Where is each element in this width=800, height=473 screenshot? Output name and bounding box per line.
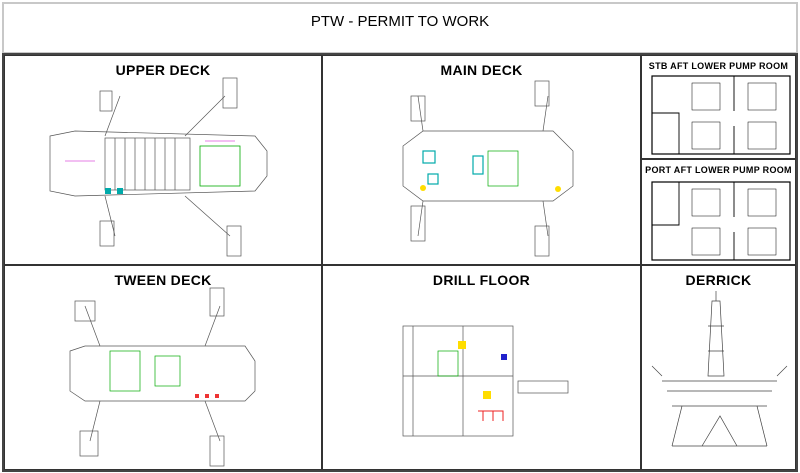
- area-title: UPPER DECK: [115, 62, 211, 78]
- area-title: STB AFT LOWER PUMP ROOM: [648, 61, 789, 71]
- area-stb-aft-lower-pump-room[interactable]: STB AFT LOWER PUMP ROOM: [641, 55, 796, 159]
- area-title: MAIN DECK: [440, 62, 523, 78]
- area-title: DERRICK: [685, 272, 752, 288]
- tween-deck-plan: [69, 287, 256, 467]
- port-pump-room-plan: [651, 181, 791, 261]
- main-deck-plan: [402, 80, 574, 257]
- page-header: PTW - PERMIT TO WORK: [2, 2, 798, 54]
- stb-pump-room-plan: [651, 75, 791, 155]
- area-port-aft-lower-pump-room[interactable]: PORT AFT LOWER PUMP ROOM: [641, 159, 796, 265]
- page-title: PTW - PERMIT TO WORK: [310, 13, 490, 30]
- area-main-deck[interactable]: MAIN DECK: [322, 55, 641, 265]
- drill-floor-plan: [402, 325, 569, 437]
- area-title: PORT AFT LOWER PUMP ROOM: [645, 165, 792, 175]
- area-derrick[interactable]: DERRICK: [641, 265, 796, 470]
- area-drill-floor[interactable]: DRILL FLOOR: [322, 265, 641, 470]
- area-upper-deck[interactable]: UPPER DECK: [4, 55, 322, 265]
- area-title: DRILL FLOOR: [432, 272, 531, 288]
- upper-deck-plan: [49, 77, 268, 257]
- area-grid: UPPER DECK MAIN DECK STB AFT LOWER PUMP …: [2, 53, 798, 472]
- area-tween-deck[interactable]: TWEEN DECK: [4, 265, 322, 470]
- area-title: TWEEN DECK: [114, 272, 212, 288]
- derrick-elevation: [651, 291, 788, 447]
